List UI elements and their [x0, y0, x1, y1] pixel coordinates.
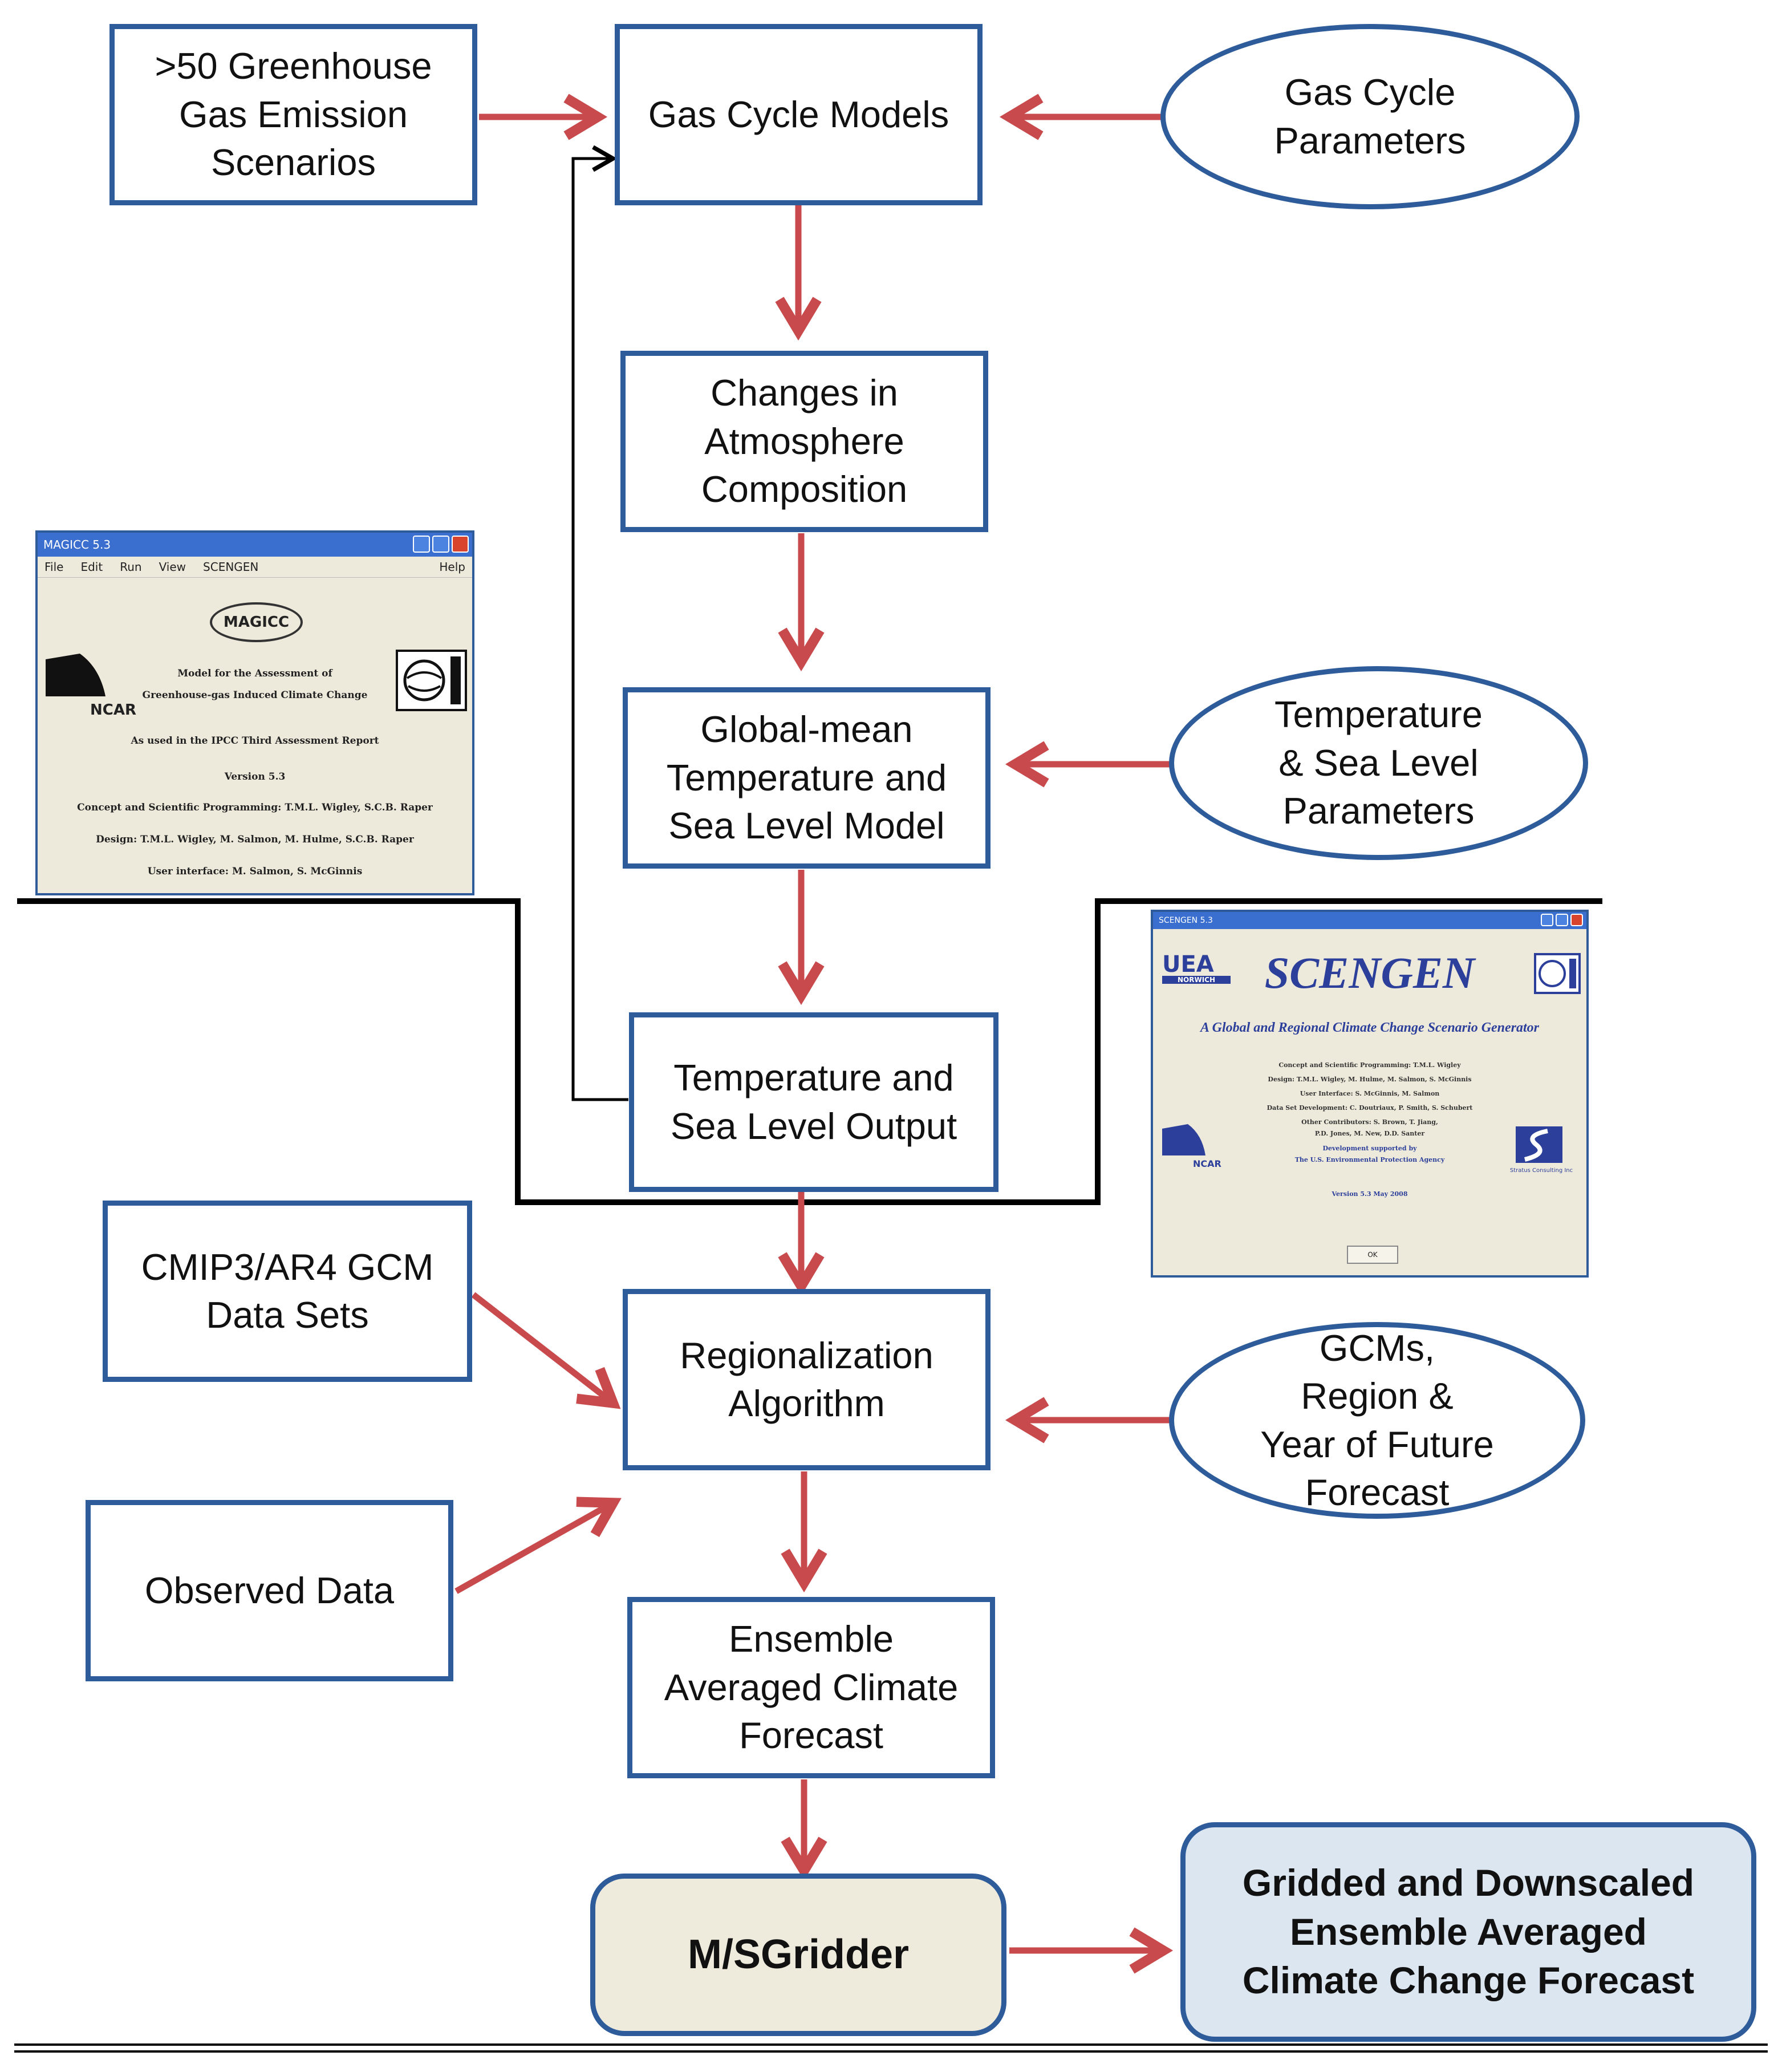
node-downscaled-forecast: Gridded and Downscaled Ensemble Averaged…: [1180, 1822, 1756, 2042]
scengen-window: SCENGEN 5.3 UEA NORWICH SCENGEN A Global…: [1151, 910, 1589, 1278]
node-gas-cycle-parameters: Gas Cycle Parameters: [1160, 24, 1580, 209]
uea-label: UEA: [1162, 951, 1214, 978]
node-ensemble-forecast: Ensemble Averaged Climate Forecast: [627, 1597, 995, 1778]
ncar-logo-icon: [46, 654, 105, 696]
close-icon[interactable]: [452, 536, 469, 553]
scengen-text-line: The U.S. Environmental Protection Agency: [1294, 1156, 1445, 1163]
scengen-text-line: Development supported by: [1322, 1145, 1417, 1152]
globe-icon: [396, 650, 467, 711]
magicc-text-line: Greenhouse-gas Induced Climate Change: [142, 690, 368, 701]
node-msgridder: M/SGridder: [590, 1874, 1006, 2036]
magicc-window: MAGICC 5.3 File Edit Run View SCENGEN He…: [35, 530, 474, 895]
scengen-heading: SCENGEN: [1264, 948, 1475, 998]
magicc-text-line: Version 5.3: [224, 771, 286, 782]
scengen-subtitle: A Global and Regional Climate Change Sce…: [1200, 1020, 1540, 1035]
magicc-text-line: Design: T.M.L. Wigley, M. Salmon, M. Hul…: [96, 834, 414, 845]
node-observed-data: Observed Data: [86, 1500, 453, 1681]
arrow-observed-to-regionalization: [454, 1497, 622, 1594]
node-regionalization: Regionalization Algorithm: [623, 1289, 991, 1470]
menu-view[interactable]: View: [159, 560, 186, 574]
magicc-text-line: Concept and Scientific Programming: T.M.…: [77, 802, 433, 813]
ncar-label: NCAR: [90, 702, 136, 719]
magicc-text-line: As used in the IPCC Third Assessment Rep…: [131, 735, 379, 747]
scengen-text-line: Data Set Development: C. Doutriaux, P. S…: [1267, 1104, 1473, 1112]
node-gas-cycle-models: Gas Cycle Models: [615, 24, 983, 205]
ok-button[interactable]: OK: [1347, 1246, 1398, 1264]
node-temperature-parameters: Temperature & Sea Level Parameters: [1169, 666, 1588, 860]
stratus-label: Stratus Consulting Inc: [1509, 1167, 1573, 1174]
magicc-text-line: User interface: M. Salmon, S. McGinnis: [147, 866, 363, 877]
magicc-title: MAGICC 5.3: [43, 538, 111, 552]
norwich-label: NORWICH: [1162, 976, 1231, 984]
node-gcms-region-year: GCMs, Region & Year of Future Forecast: [1169, 1322, 1585, 1519]
node-emission-scenarios: >50 Greenhouse Gas Emission Scenarios: [109, 24, 477, 205]
scengen-text-line: Design: T.M.L. Wigley, M. Hulme, M. Salm…: [1268, 1076, 1472, 1083]
maximize-icon[interactable]: [432, 536, 449, 553]
menu-help[interactable]: Help: [439, 560, 465, 574]
magicc-text-line: Model for the Assessment of: [177, 668, 332, 679]
scengen-text-line: User Interface: S. McGinnis, M. Salmon: [1300, 1090, 1440, 1097]
uea-logo: UEA NORWICH: [1162, 953, 1231, 984]
stratus-logo-icon: [1516, 1126, 1562, 1163]
scengen-title: SCENGEN 5.3: [1159, 916, 1213, 925]
minimize-icon[interactable]: [1541, 914, 1553, 926]
scengen-version: Version 5.3 May 2008: [1332, 1190, 1408, 1198]
ncar-logo-icon: [1162, 1124, 1205, 1155]
node-temperature-output: Temperature and Sea Level Output: [629, 1012, 998, 1192]
menu-scengen[interactable]: SCENGEN: [203, 560, 259, 574]
menu-run[interactable]: Run: [120, 560, 142, 574]
magicc-separator-line: [17, 898, 1602, 1205]
scengen-titlebar: SCENGEN 5.3: [1153, 912, 1586, 929]
ncar-label: NCAR: [1193, 1158, 1221, 1169]
magicc-titlebar: MAGICC 5.3: [38, 533, 472, 557]
node-atmosphere-composition: Changes in Atmosphere Composition: [620, 351, 988, 532]
close-icon[interactable]: [1570, 914, 1583, 926]
scengen-text-line: P.D. Jones, M. New, D.D. Santer: [1314, 1130, 1425, 1137]
node-temperature-model: Global-mean Temperature and Sea Level Mo…: [623, 687, 991, 869]
scengen-text-line: Concept and Scientific Programming: T.M.…: [1278, 1061, 1461, 1069]
magicc-menubar: File Edit Run View SCENGEN Help: [38, 557, 472, 578]
menu-file[interactable]: File: [44, 560, 64, 574]
magicc-logo: MAGICC: [210, 602, 303, 642]
minimize-icon[interactable]: [413, 536, 430, 553]
arrow-cmip-to-regionalization: [471, 1292, 621, 1409]
node-cmip-datasets: CMIP3/AR4 GCM Data Sets: [103, 1201, 472, 1382]
menu-edit[interactable]: Edit: [80, 560, 103, 574]
maximize-icon[interactable]: [1556, 914, 1568, 926]
globe-icon: [1534, 953, 1581, 994]
feedback-arrow: [571, 145, 628, 1101]
scengen-text-line: Other Contributors: S. Brown, T. Jiang,: [1301, 1118, 1438, 1126]
